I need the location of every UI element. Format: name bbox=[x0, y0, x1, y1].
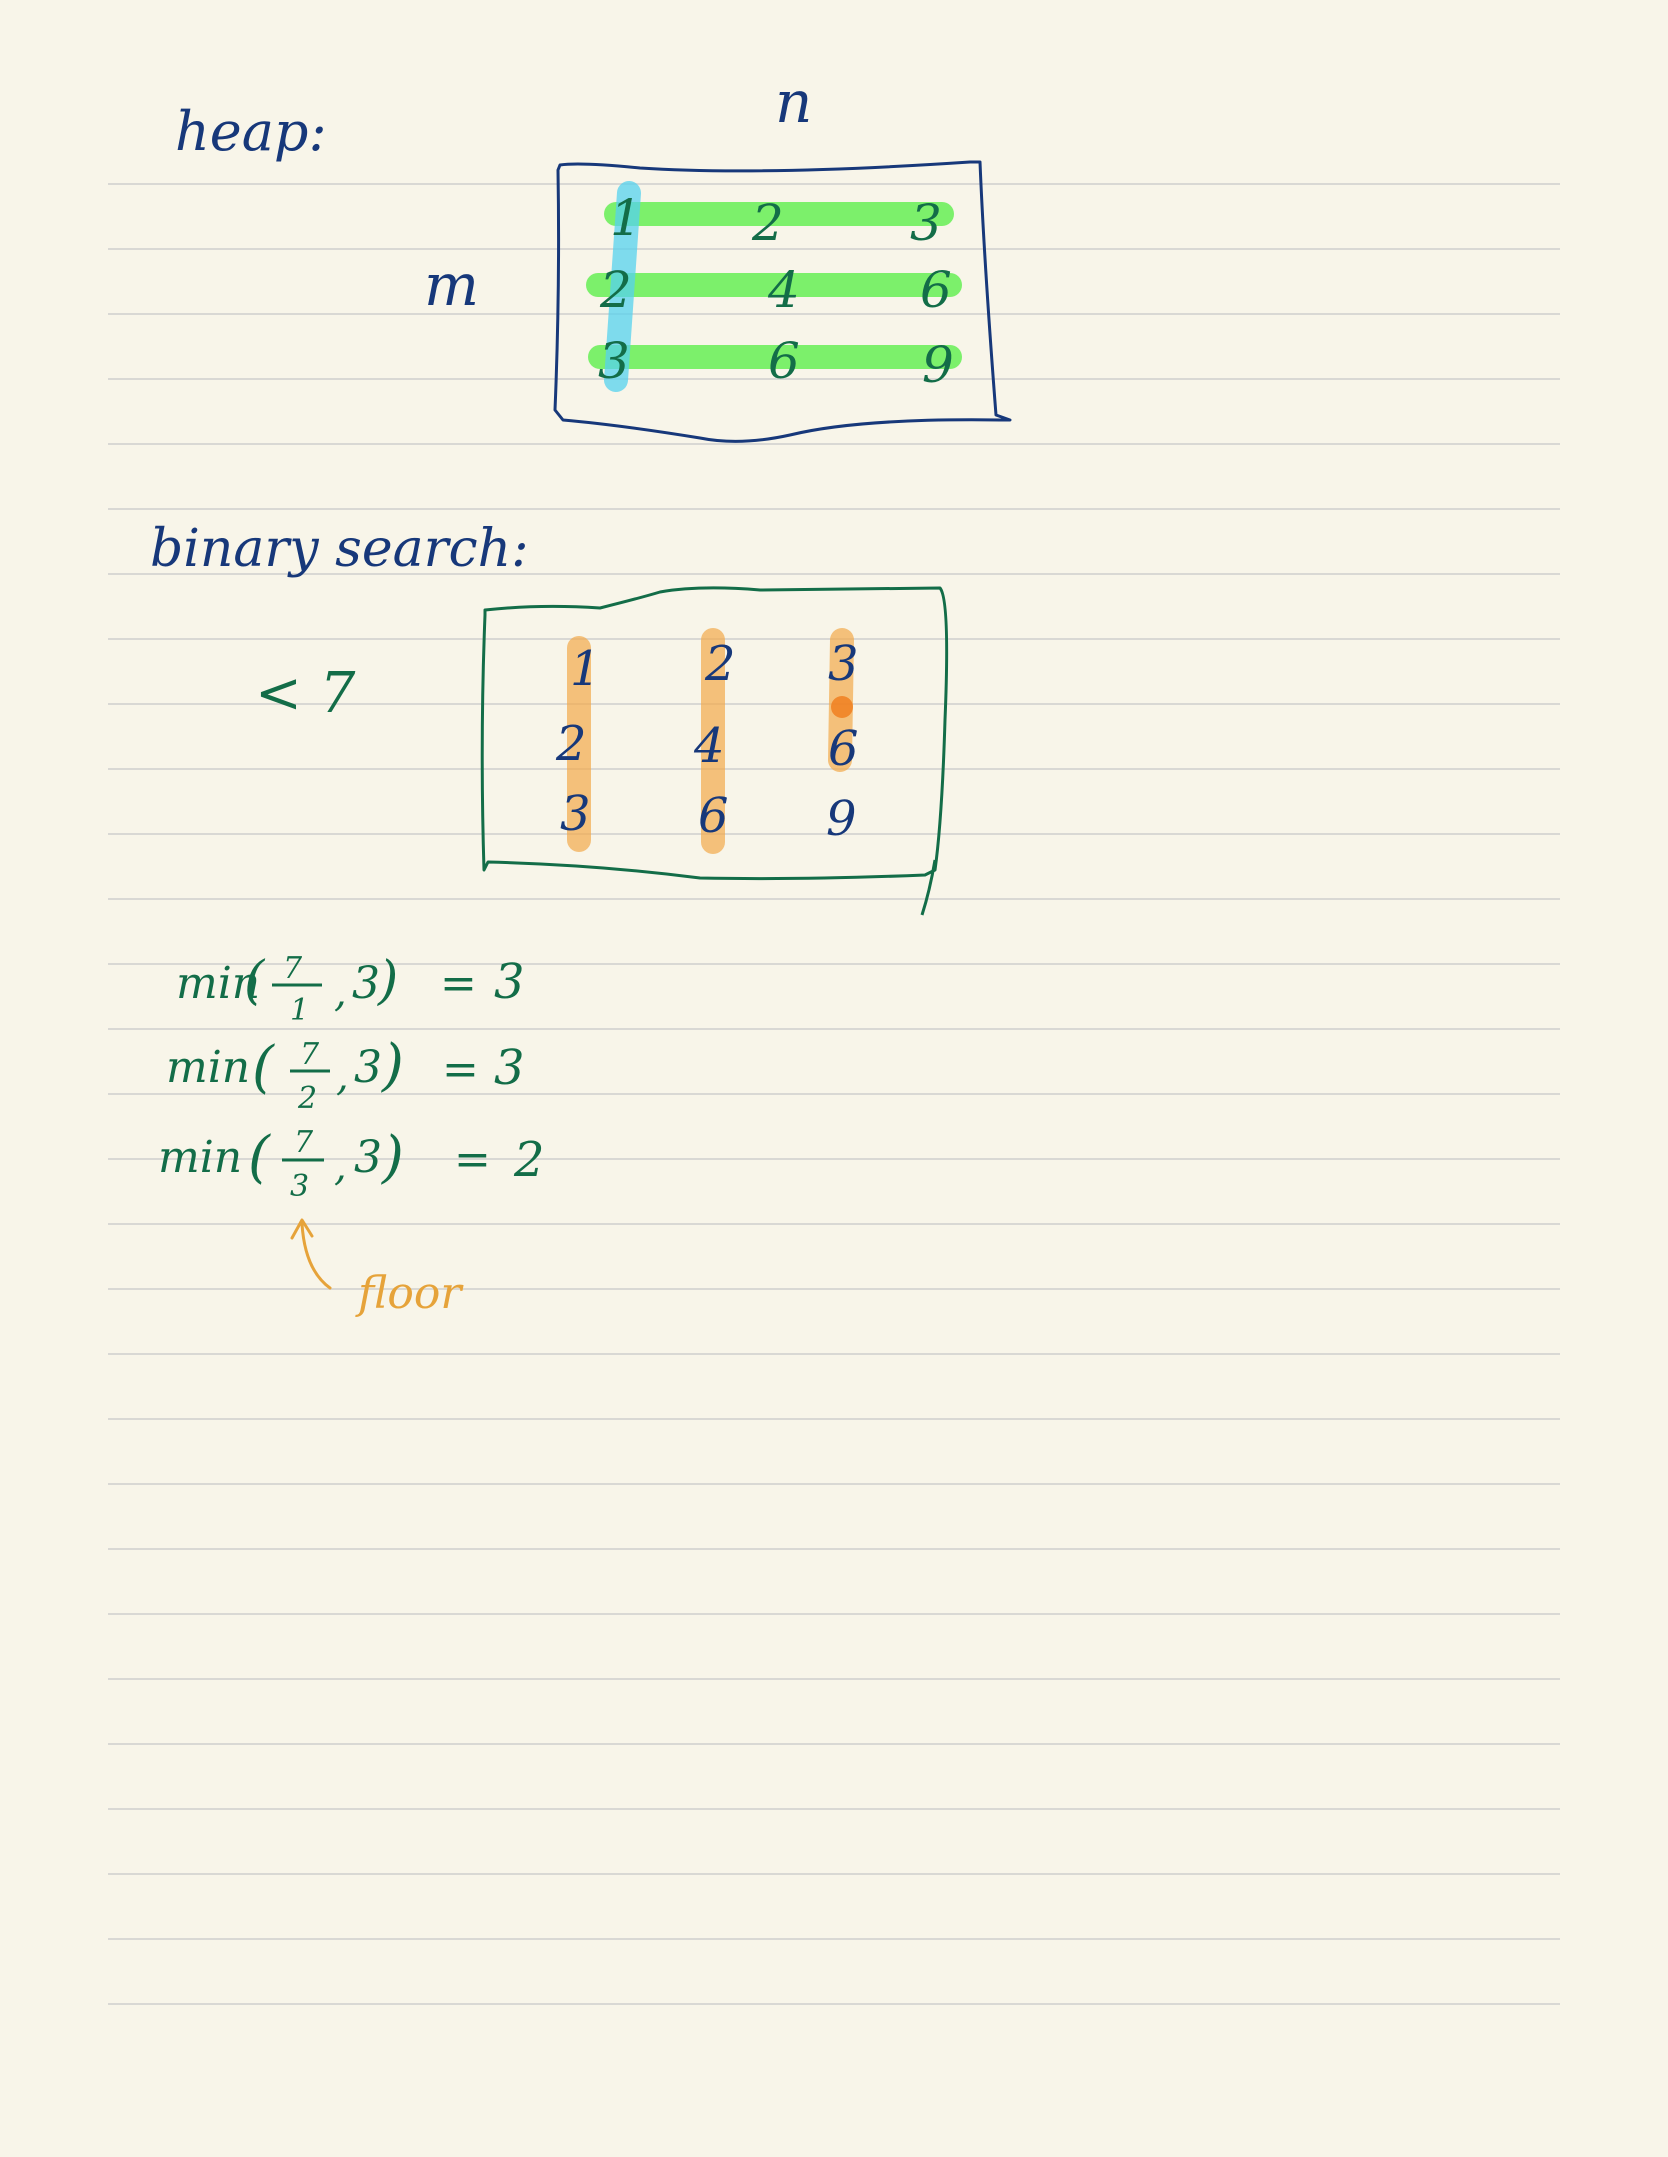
heap-heading: heap: bbox=[175, 100, 327, 163]
formula-paren-close: ) bbox=[381, 1125, 404, 1190]
formula-fn: min bbox=[158, 1132, 242, 1183]
heap-cell: 6 bbox=[768, 332, 800, 390]
formula-row: min ( 7 3 , 3 ) = 2 bbox=[158, 1125, 545, 1204]
formula-paren-open: ( bbox=[252, 1035, 275, 1100]
heap-cell: 2 bbox=[599, 261, 632, 319]
bs-cell: 2 bbox=[555, 716, 587, 772]
formula-numerator: 7 bbox=[300, 1037, 320, 1072]
heap-cell: 3 bbox=[910, 194, 942, 252]
binary-search-target: < 7 bbox=[255, 661, 356, 726]
bs-cell: 6 bbox=[828, 721, 859, 777]
formula-equals: = bbox=[454, 1134, 491, 1185]
formula-paren-open: ( bbox=[244, 951, 266, 1011]
formula-comma: , bbox=[334, 1144, 347, 1190]
floor-label: floor bbox=[355, 1268, 464, 1319]
formula-result: 2 bbox=[513, 1132, 545, 1188]
formula-row: min ( 7 2 , 3 ) = 3 bbox=[166, 1033, 525, 1116]
formula-fn: min bbox=[166, 1042, 250, 1093]
formula-result: 3 bbox=[494, 1040, 525, 1096]
formula-list: min ( 7 1 , 3 ) = 3 min ( 7 2 , 3 ) bbox=[158, 951, 545, 1204]
formula-paren-open: ( bbox=[248, 1125, 271, 1190]
heap-cell: 6 bbox=[920, 261, 952, 319]
formula-row: min ( 7 1 , 3 ) = 3 bbox=[176, 951, 525, 1028]
formula-denominator: 1 bbox=[290, 993, 309, 1028]
formula-comma: , bbox=[334, 970, 347, 1016]
formula-comma: , bbox=[336, 1054, 349, 1100]
bs-cell: 2 bbox=[704, 636, 736, 692]
heap-section: heap: n m 1 2 3 2 4 6 3 6 9 bbox=[175, 68, 1012, 443]
heap-box bbox=[553, 160, 1012, 443]
formula-result: 3 bbox=[494, 954, 525, 1010]
heap-col-label: n bbox=[775, 68, 812, 136]
binary-search-heading: binary search: bbox=[150, 519, 529, 579]
binary-search-box bbox=[480, 586, 949, 881]
heap-cell: 4 bbox=[767, 261, 800, 319]
binary-search-section: binary search: < 7 1 2 3 2 4 6 3 6 9 bbox=[150, 519, 949, 916]
heap-row-label: m bbox=[424, 251, 479, 319]
formula-arg: 3 bbox=[352, 958, 380, 1009]
bs-cell: 3 bbox=[560, 786, 591, 842]
bs-cell: 4 bbox=[693, 718, 725, 774]
formula-numerator: 7 bbox=[283, 951, 303, 986]
bs-cell: 9 bbox=[826, 791, 857, 847]
heap-cell: 1 bbox=[610, 189, 642, 247]
formula-arg: 3 bbox=[354, 1042, 382, 1093]
formula-equals: = bbox=[442, 1044, 479, 1095]
formula-denominator: 3 bbox=[290, 1169, 309, 1204]
bs-cell: 1 bbox=[570, 641, 601, 697]
bs-midpoint-dot bbox=[831, 696, 853, 718]
formula-fn: min bbox=[176, 958, 260, 1009]
heap-grid: 1 2 3 2 4 6 3 6 9 bbox=[598, 189, 954, 394]
heap-cell: 3 bbox=[598, 332, 630, 390]
formula-paren-close: ) bbox=[381, 1033, 404, 1098]
formula-arg: 3 bbox=[354, 1132, 382, 1183]
floor-annotation: floor bbox=[290, 1218, 464, 1319]
formula-denominator: 2 bbox=[297, 1081, 317, 1116]
formula-equals: = bbox=[440, 958, 477, 1009]
heap-cell: 9 bbox=[922, 336, 954, 394]
formula-numerator: 7 bbox=[294, 1125, 314, 1160]
arrow-icon bbox=[300, 1222, 332, 1290]
heap-cell: 2 bbox=[751, 194, 784, 252]
binary-search-box-tail bbox=[920, 859, 937, 916]
bs-grid: 1 2 3 2 4 6 3 6 9 bbox=[555, 636, 859, 847]
bs-cell: 3 bbox=[828, 636, 859, 692]
bs-cell: 6 bbox=[698, 788, 729, 844]
heap-col-highlight bbox=[604, 181, 641, 392]
formula-paren-close: ) bbox=[377, 951, 398, 1011]
